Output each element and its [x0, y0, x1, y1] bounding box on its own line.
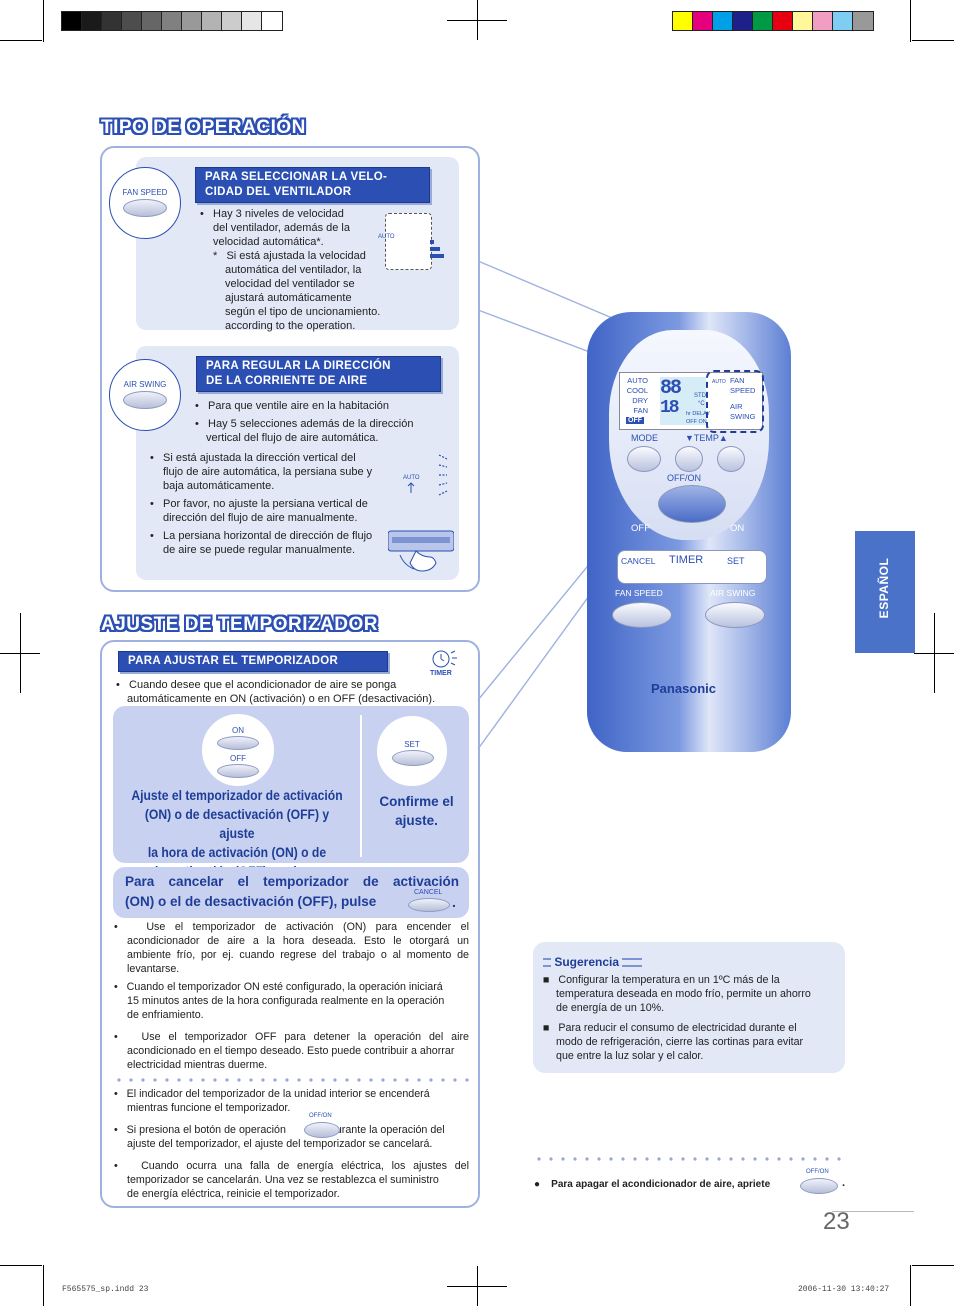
lcd-digits: 88 18: [660, 377, 706, 425]
timer-intro: • Cuando desee que el acondicionador de …: [116, 679, 436, 705]
page-number-rule: [832, 1211, 914, 1212]
card-divider: [360, 715, 362, 857]
temp-up-button[interactable]: [717, 446, 745, 472]
crop-mark: [20, 613, 21, 693]
crop-mark: [43, 0, 44, 42]
timer-bullets-2: • El indicador del temporizador de la un…: [114, 1088, 469, 1200]
crop-mark: [910, 0, 911, 42]
crop-mark: [0, 1265, 42, 1266]
remote-air-swing-label: AIR SWING: [710, 588, 756, 598]
crop-mark: [934, 613, 935, 693]
fan-lcd-illustration: AUTO: [378, 213, 444, 270]
footer-right: 2006-11-30 13:40:27: [798, 1285, 890, 1294]
crop-mark: [447, 20, 507, 21]
temp-down-button[interactable]: [675, 446, 703, 472]
timer-off-label: OFF: [631, 523, 650, 534]
section-title-timer: AJUSTE DE TEMPORIZADOR: [101, 614, 379, 635]
crop-mark: [912, 40, 954, 41]
crop-mark: [910, 1265, 911, 1306]
section-title-operation: TIPO DE OPERACIÓN: [101, 117, 306, 138]
fan-speed-oval: [123, 199, 167, 217]
offon-button-inline: OFF/ON: [304, 1113, 340, 1141]
remote-fan-speed-button[interactable]: [612, 602, 672, 628]
remote-control: AUTO COOL DRY FAN OFF 88 18 STD °C hr DE…: [587, 312, 791, 752]
swing-arrows-icon: [407, 454, 448, 496]
on-off-button-illustration: ON OFF: [201, 713, 275, 787]
timer-cancel-card: [113, 867, 469, 918]
air-swing-oval: [123, 391, 167, 409]
air-swing-pill: PARA REGULAR LA DIRECCIÓN DE LA CORRIENT…: [196, 356, 441, 392]
remote-timer-label: TIMER: [669, 554, 704, 566]
crop-mark: [0, 40, 42, 41]
timer-step2-text: Confirme el ajuste.: [379, 794, 454, 828]
off-note: ● Para apagar el acondicionador de aire,…: [534, 1179, 771, 1190]
panasonic-logo: Panasonic: [651, 681, 717, 696]
swing-text-bottom: • Si está ajustada la dirección vertical…: [150, 452, 373, 556]
language-tab: ESPAÑOL: [855, 531, 915, 653]
cancel-dot: .: [452, 894, 456, 910]
swing-text-top: • Para que ventile aire en la habitación…: [195, 400, 414, 444]
crop-mark: [912, 1265, 954, 1266]
remote-fan-speed-label: FAN SPEED: [615, 588, 663, 598]
mode-button[interactable]: [627, 446, 661, 472]
timer-cancel-text: Para cancelar el temporizador de activac…: [125, 874, 459, 909]
timer-on-label: ON: [730, 523, 745, 534]
swing-lcd-illustration: AUTO: [403, 451, 451, 506]
off-note-button: OFF/ON: [800, 1169, 838, 1197]
mode-label: MODE: [631, 433, 658, 443]
tip-title: Sugerencia: [543, 955, 643, 969]
crop-mark: [447, 1286, 507, 1287]
tip-box: [533, 942, 845, 1073]
timer-button-row: [617, 550, 767, 584]
off-note-dot: .: [842, 1177, 846, 1189]
footer-left: F565575_sp.indd 23: [62, 1285, 149, 1294]
air-swing-label: AIR SWING: [123, 380, 167, 389]
timer-icon: TIMER: [427, 648, 459, 680]
page-number: 23: [823, 1208, 850, 1235]
crop-mark: [43, 1265, 44, 1306]
fan-speed-button-illustration: FAN SPEED: [109, 167, 181, 239]
offon-button[interactable]: [658, 485, 726, 523]
dotted-separator-right: [533, 1157, 849, 1161]
fan-speed-pill: PARA SELECCIONAR LA VELO- CIDAD DEL VENT…: [195, 167, 430, 203]
tip-text: ■ Configurar la temperatura en un 1ºC má…: [543, 974, 811, 1062]
dotted-separator: [113, 1078, 471, 1082]
lcd-highlight: [706, 370, 764, 433]
set-button-illustration: SET: [376, 715, 448, 787]
fan-text: • Hay 3 niveles de velocidad del ventila…: [200, 208, 381, 332]
color-bar: [672, 11, 874, 31]
remote-air-swing-button[interactable]: [705, 602, 765, 628]
grayscale-bar: [61, 11, 283, 31]
timer-bullets: • Use el temporizador de activación (ON)…: [114, 921, 469, 1071]
offon-label: OFF/ON: [667, 473, 701, 483]
timer-pill: PARA AJUSTAR EL TEMPORIZADOR: [118, 651, 388, 672]
temp-label: ▼TEMP▲: [685, 433, 728, 443]
cancel-button-inline: CANCEL: [408, 888, 450, 914]
remote-set-button[interactable]: SET: [727, 556, 745, 566]
air-swing-button-illustration: AIR SWING: [109, 359, 181, 431]
fan-speed-label: FAN SPEED: [122, 188, 168, 197]
remote-cancel-button[interactable]: CANCEL: [621, 556, 656, 566]
